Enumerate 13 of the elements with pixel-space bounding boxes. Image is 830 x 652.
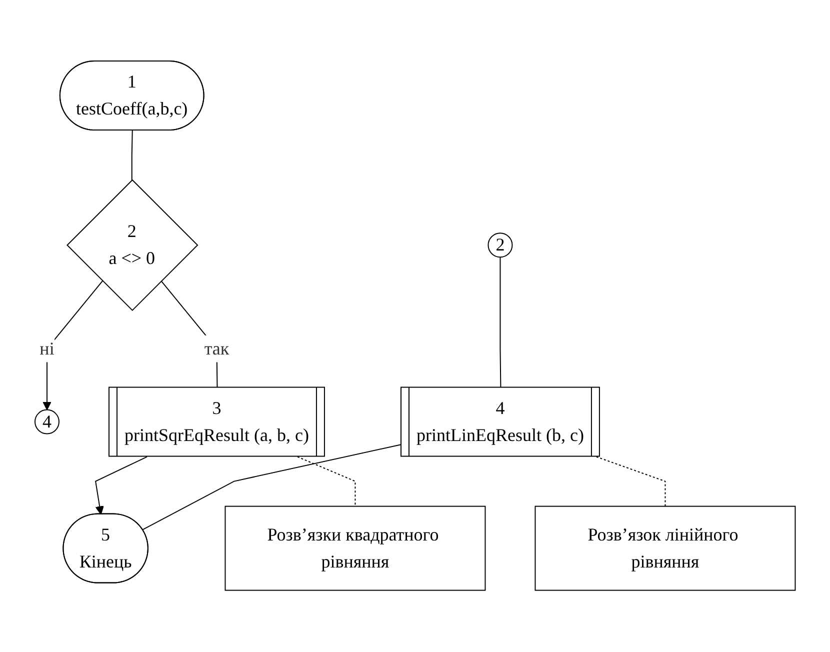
connector [296, 456, 356, 508]
connector [500, 257, 502, 389]
node-circle [34, 410, 60, 435]
node-diamond [66, 180, 198, 312]
arrow [94, 456, 148, 516]
node-circle [488, 233, 513, 258]
node-box [224, 506, 486, 592]
connector [596, 456, 666, 508]
edge-label: так [204, 338, 230, 359]
connector [142, 444, 402, 531]
node-box [534, 506, 796, 592]
connector [131, 130, 133, 181]
edge-label: ні [40, 338, 54, 359]
